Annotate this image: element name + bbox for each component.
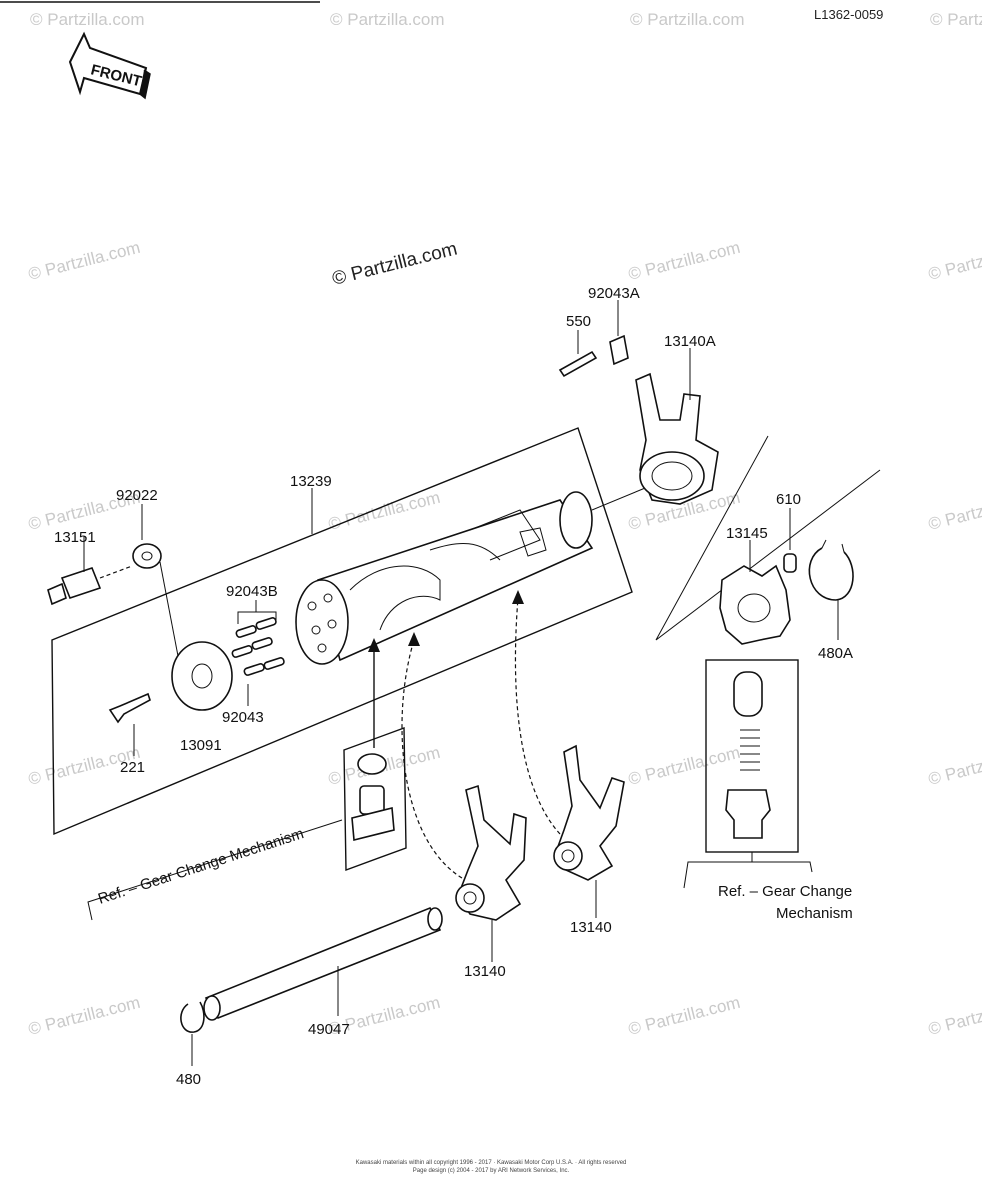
label-610: 610 [776, 491, 801, 508]
fork-shaft [203, 906, 443, 1021]
footer-page-design: Page design (c) 2004 - 2017 by ARI Netwo… [413, 1168, 570, 1174]
label-13091: 13091 [180, 737, 222, 754]
shift-fork-left [455, 784, 527, 921]
detent-assembly-box [683, 659, 813, 889]
ref-gear-change-right-line2: Mechanism [776, 905, 853, 922]
diagram-code: L1362-0059 [814, 7, 883, 22]
label-92022: 92022 [116, 487, 158, 504]
label-550: 550 [566, 313, 591, 330]
watermark: © Partzilla.com [930, 10, 982, 29]
watermark: © Partzilla.com [926, 238, 982, 284]
watermark: © Partzilla.com [630, 10, 745, 29]
screw-221 [108, 692, 151, 724]
ref-gear-change-right-line1: Ref. – Gear Change [718, 883, 852, 900]
drum-assembly-frame [51, 427, 633, 836]
watermark: © Partzilla.com [30, 10, 145, 29]
pin-550 [558, 350, 598, 378]
shift-fork-13140A [635, 372, 719, 505]
shift-drum [295, 485, 651, 665]
drum-plate [159, 561, 233, 711]
watermark: © Partzilla.com [326, 488, 442, 534]
ref-bracket-left [87, 819, 343, 921]
pin-610 [783, 553, 797, 573]
star-cam-13145 [719, 564, 791, 645]
label-13140A: 13140A [664, 333, 716, 350]
label-221: 221 [120, 759, 145, 776]
label-13151: 13151 [54, 529, 96, 546]
watermark: © Partzilla.com [626, 238, 742, 284]
watermark: © Partzilla.com [626, 743, 742, 789]
label-92043: 92043 [222, 709, 264, 726]
watermark: © Partzilla.com [330, 10, 445, 29]
label-92043A: 92043A [588, 285, 640, 302]
watermark-main: © Partzilla.com [330, 239, 459, 290]
watermark: © Partzilla.com [26, 238, 142, 284]
label-49047: 49047 [308, 1021, 350, 1038]
washer-92022 [132, 543, 162, 569]
fork-arrow-left [401, 639, 463, 879]
watermark: © Partzilla.com [926, 488, 982, 534]
front-arrow-icon: FRONT [68, 31, 151, 100]
pin-92043A [609, 334, 629, 366]
neutral-switch [47, 565, 133, 606]
label-92043B: 92043B [226, 583, 278, 600]
label-13140-right: 13140 [570, 919, 612, 936]
fork-callout-frame [655, 435, 881, 641]
ref-gear-change-left: Ref. – Gear Change Mechanism [96, 825, 306, 908]
label-13239: 13239 [290, 473, 332, 490]
label-13145: 13145 [726, 525, 768, 542]
label-13140-left: 13140 [464, 963, 506, 980]
label-480A: 480A [818, 645, 853, 662]
circlip-480A [808, 539, 854, 601]
part-labels: 92043A 550 13140A 13239 92022 13151 9204… [54, 285, 853, 1088]
fork-arrow-right [514, 597, 561, 835]
pins-group [231, 600, 285, 676]
circlip-480 [180, 1001, 205, 1033]
shift-fork-right [553, 744, 625, 881]
label-480: 480 [176, 1071, 201, 1088]
watermark: © Partzilla.com [926, 743, 982, 789]
bolt-assembly-box [343, 727, 407, 871]
watermark: © Partzilla.com [26, 993, 142, 1039]
watermark: © Partzilla.com [626, 993, 742, 1039]
watermark: © Partzilla.com [926, 993, 982, 1039]
footer-copyright: Kawasaki materials within all copyright … [356, 1160, 627, 1166]
leader-lines [83, 300, 839, 1066]
